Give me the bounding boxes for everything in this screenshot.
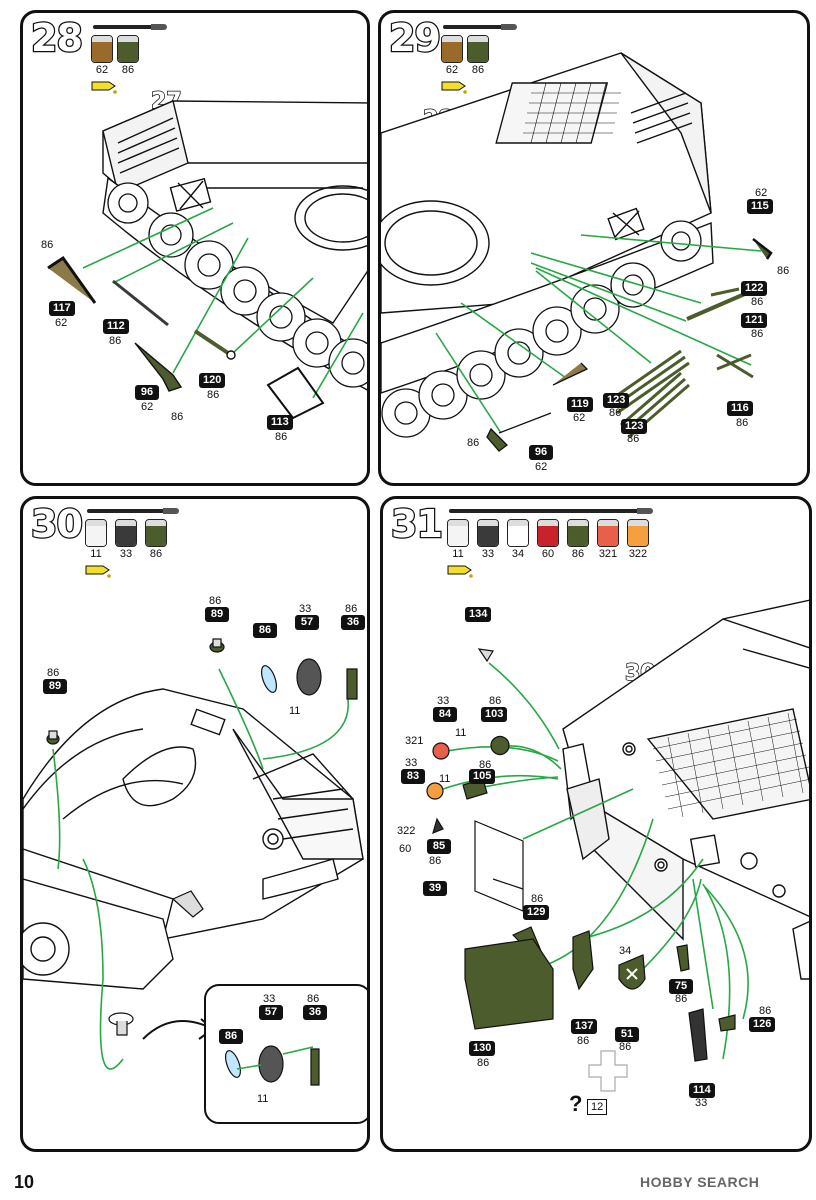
part-number-label: 123 — [621, 419, 648, 434]
paint-swatch — [508, 526, 528, 546]
part-number-label: 121 — [741, 313, 768, 328]
paint-jar: 322 — [627, 519, 649, 560]
part-number-label: 114 — [689, 1083, 715, 1098]
part-number-label: 126 — [749, 1017, 776, 1032]
paint-jar: 86 — [145, 519, 167, 560]
part-number-label: 89 — [205, 607, 229, 622]
paint-swatch — [478, 526, 498, 546]
part-number-label: 103 — [481, 707, 508, 722]
glue-tube-icon — [91, 81, 117, 94]
part-number-label: 84 — [433, 707, 457, 722]
glue-tube-icon — [447, 565, 473, 578]
part-number-label: 122 — [741, 281, 768, 296]
paint-jar: 33 — [115, 519, 137, 560]
part-number-label: 123 — [603, 393, 630, 408]
paint-swatch — [468, 42, 488, 62]
part-number-label: 83 — [401, 769, 425, 784]
paint-swatch — [116, 526, 136, 546]
part-number-label: 39 — [423, 881, 447, 896]
paint-swatch — [92, 42, 112, 62]
inset-part-number-label: 57 — [259, 1005, 283, 1020]
paint-jar: 60 — [537, 519, 559, 560]
paint-swatch — [146, 526, 166, 546]
paintbrush-icon — [87, 508, 179, 514]
part-number-label: 89 — [43, 679, 67, 694]
tank-hull-drawing — [47, 100, 367, 420]
part-number-label: 57 — [295, 615, 319, 630]
part-number-label: 119 — [567, 397, 593, 412]
paint-swatch — [442, 42, 462, 62]
step-number: 31 — [390, 502, 444, 546]
part-number-label: 129 — [523, 905, 550, 920]
paint-swatch — [538, 526, 558, 546]
part-number-label: 96 — [135, 385, 159, 400]
inset-part-number-label: 36 — [303, 1005, 327, 1020]
paint-jar: 62 — [91, 35, 113, 76]
paint-jar: 321 — [597, 519, 619, 560]
question-mark: ? — [569, 1091, 583, 1116]
part-number-label: 85 — [427, 839, 451, 854]
part-number-label: 112 — [103, 319, 129, 334]
part-number-label: 134 — [465, 607, 492, 622]
paint-jar: 86 — [467, 35, 489, 76]
paintbrush-icon — [449, 508, 653, 514]
inset-part-number-label: 86 — [219, 1029, 243, 1044]
paintbrush-icon — [443, 24, 517, 30]
paint-swatch — [448, 526, 468, 546]
paint-jar: 11 — [447, 519, 469, 560]
tank-rear-drawing — [426, 599, 809, 1092]
part-number-label: 75 — [669, 979, 693, 994]
step-number: 29 — [388, 16, 442, 60]
paint-swatch — [598, 526, 618, 546]
part-number-label: 86 — [253, 623, 277, 638]
glue-tube-icon — [85, 565, 111, 578]
paint-swatch — [118, 42, 138, 62]
part-number-label: 116 — [727, 401, 753, 416]
paintbrush-icon — [93, 24, 167, 30]
paint-jar: 34 — [507, 519, 529, 560]
part-number-label: 36 — [341, 615, 365, 630]
part-number-label: 105 — [469, 769, 496, 784]
paint-jar: 86 — [117, 35, 139, 76]
reference-step-box: 12 — [587, 1099, 608, 1115]
paint-swatch — [568, 526, 588, 546]
paint-jar: 11 — [85, 519, 107, 560]
step-30-panel: 30 11 33 86 29 — [20, 496, 370, 1152]
watermark: HOBBY SEARCH — [640, 1174, 760, 1190]
step-31-panel: 31 11 33 34 60 86 321 322 30 — [380, 496, 812, 1152]
part-number-label: 96 — [529, 445, 553, 460]
part-number-label: 113 — [267, 415, 293, 430]
step-number: 28 — [30, 16, 84, 60]
paint-swatch — [628, 526, 648, 546]
step-number: 30 — [30, 502, 84, 546]
step-29-panel: 29 62 86 28 — [378, 10, 810, 486]
tank-hull-rear-drawing — [381, 52, 773, 452]
paint-jar: 62 — [441, 35, 463, 76]
part-number-label: 51 — [615, 1027, 639, 1042]
part-number-label: 115 — [747, 199, 773, 214]
step-28-panel: 28 62 86 27 — [20, 10, 370, 486]
paint-jar: 86 — [567, 519, 589, 560]
tank-front-drawing — [23, 638, 367, 1124]
paint-swatch — [86, 526, 106, 546]
part-number-label: 117 — [49, 301, 75, 316]
part-number-label: 120 — [199, 373, 226, 388]
part-number-label: 130 — [469, 1041, 496, 1056]
part-number-label: 137 — [571, 1019, 598, 1034]
glue-tube-icon — [441, 81, 467, 94]
paint-jar: 33 — [477, 519, 499, 560]
page-number: 10 — [14, 1172, 35, 1192]
